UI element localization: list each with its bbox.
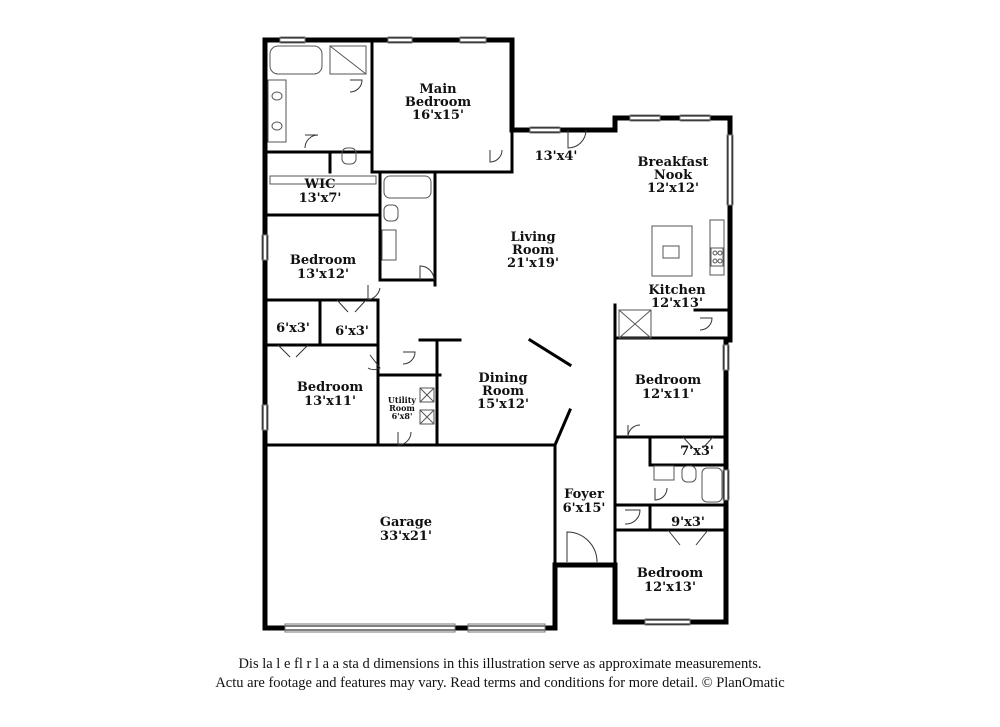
dining-room-dim: 15'x12' bbox=[477, 397, 529, 412]
windows bbox=[263, 38, 732, 630]
wic-label: WIC bbox=[303, 177, 335, 192]
dryer bbox=[419, 409, 435, 425]
door-bedroom-2 bbox=[367, 285, 381, 301]
bedroom-5-dim: 12'x13' bbox=[644, 580, 696, 595]
kitchen-dim: 12'x13' bbox=[651, 296, 703, 311]
master-shower bbox=[329, 45, 367, 75]
door-bedroom-4 bbox=[627, 424, 641, 438]
washer bbox=[419, 387, 435, 403]
door-closet-b-l bbox=[336, 299, 367, 313]
closet-d-dim: 9'x3' bbox=[671, 515, 705, 530]
bedroom-4-label: Bedroom bbox=[635, 373, 702, 388]
wic-shelf bbox=[269, 175, 377, 185]
living-room-dim: 21'x19' bbox=[507, 256, 559, 271]
master-toilet bbox=[341, 147, 357, 165]
door-closet-a-l bbox=[277, 344, 309, 358]
bath3-tub bbox=[701, 467, 723, 503]
bath3-vanity bbox=[653, 465, 675, 481]
main-bedroom-dim: 16'x15' bbox=[412, 108, 464, 123]
interior-walls bbox=[263, 38, 728, 624]
bedroom-3-label: Bedroom bbox=[297, 380, 364, 395]
doors bbox=[277, 79, 714, 563]
bedroom-3-dim: 13'x11' bbox=[304, 394, 356, 409]
walls bbox=[262, 37, 733, 631]
kitchen-label: Kitchen bbox=[648, 283, 706, 298]
door-bath-2 bbox=[419, 265, 435, 281]
garage-label: Garage bbox=[380, 515, 432, 530]
kitchen-island bbox=[651, 225, 693, 277]
kitchen-counter bbox=[709, 219, 725, 276]
foyer-label: Foyer bbox=[564, 487, 604, 502]
garage-dim: 33'x21' bbox=[380, 529, 432, 544]
fixtures bbox=[267, 45, 725, 503]
hall-dim: 13'x4' bbox=[535, 149, 578, 164]
kitchen-sink bbox=[662, 245, 680, 259]
disclaimer-line-1: Dis la l e fl r l a a sta d dimensions i… bbox=[238, 656, 762, 672]
door-kitchen-pantry bbox=[699, 317, 713, 331]
bedroom-2-label: Bedroom bbox=[290, 253, 357, 268]
door-entry bbox=[566, 531, 598, 563]
door-bedroom-5 bbox=[624, 509, 641, 525]
bath2-vanity bbox=[381, 229, 397, 261]
breakfast-nook-dim: 12'x12' bbox=[647, 181, 699, 196]
utility-room-dim: 6'x8' bbox=[392, 411, 413, 421]
door-master-bath bbox=[349, 79, 363, 93]
door-bath-3 bbox=[654, 487, 668, 501]
closet-a-dim: 6'x3' bbox=[276, 321, 310, 336]
disclaimer-line-2: Actu are footage and features may vary. … bbox=[215, 675, 785, 691]
bedroom-4-dim: 12'x11' bbox=[642, 387, 694, 402]
bath3-toilet bbox=[681, 465, 697, 483]
window-frames bbox=[261, 36, 734, 633]
pantry bbox=[618, 309, 652, 339]
door-closet-d bbox=[667, 529, 709, 546]
door-patio bbox=[567, 129, 587, 149]
door-utility-top bbox=[402, 351, 416, 365]
bedroom-2-dim: 13'x12' bbox=[297, 267, 349, 282]
master-vanity bbox=[267, 79, 287, 143]
door-closet-c bbox=[682, 436, 714, 449]
master-tub bbox=[269, 45, 323, 75]
bath2-toilet bbox=[383, 204, 399, 222]
bedroom-5-label: Bedroom bbox=[637, 566, 704, 581]
door-main-bedroom bbox=[489, 149, 503, 163]
foyer-dim: 6'x15' bbox=[563, 501, 606, 516]
wic-dim: 13'x7' bbox=[299, 191, 342, 206]
door-utility-bottom bbox=[397, 431, 412, 446]
closet-c-dim: 7'x3' bbox=[680, 444, 714, 459]
door-wic bbox=[304, 134, 319, 149]
closet-b-dim: 6'x3' bbox=[335, 324, 369, 339]
bath2-tub bbox=[383, 175, 432, 199]
door-bedroom-3 bbox=[367, 354, 381, 371]
kitchen-range bbox=[710, 247, 724, 267]
